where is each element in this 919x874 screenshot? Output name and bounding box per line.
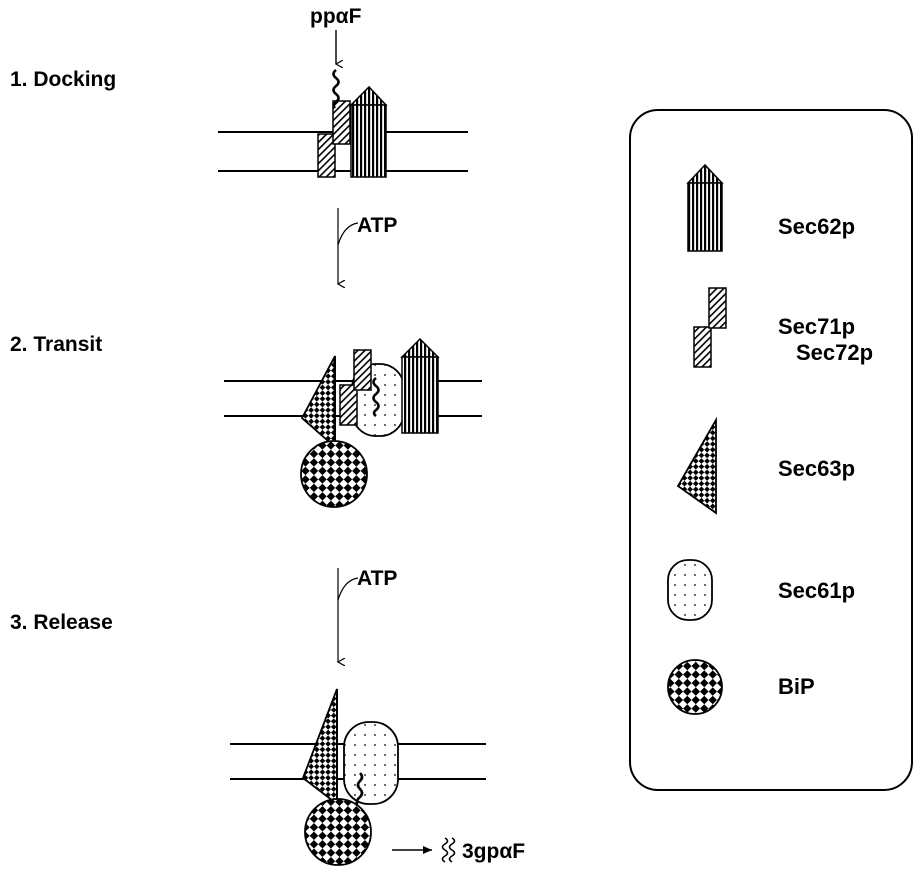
legend-label-sec63p: Sec63p xyxy=(778,456,855,481)
step-label-release: 3. Release xyxy=(10,611,113,634)
atp-arrow-2: ATP xyxy=(338,567,397,662)
sec62p-shape xyxy=(402,339,438,433)
bip-shape xyxy=(301,441,367,507)
step-label-transit: 2. Transit xyxy=(10,333,102,356)
sec61p-icon xyxy=(668,560,712,620)
legend: Sec62p Sec71p Sec72p Sec63p Sec61p BiP xyxy=(630,110,912,790)
sec62p-shape xyxy=(351,87,386,177)
legend-label-sec62p: Sec62p xyxy=(778,214,855,239)
atp-label-1: ATP xyxy=(357,214,397,237)
bip-shape xyxy=(305,799,371,865)
sec71p-block xyxy=(340,385,357,425)
folded-chain-icon xyxy=(443,838,448,862)
transit-stage xyxy=(224,339,482,507)
atp-arrow-1: ATP xyxy=(338,208,397,284)
bip-icon xyxy=(668,660,722,714)
legend-label-sec71p: Sec71p xyxy=(778,314,855,339)
step-label-docking: 1. Docking xyxy=(10,68,116,91)
legend-label-sec61p: Sec61p xyxy=(778,578,855,603)
sec63p-shape xyxy=(302,356,335,447)
legend-label-bip: BiP xyxy=(778,674,815,699)
sec63p-shape xyxy=(303,689,337,804)
atp-label-2: ATP xyxy=(357,567,397,590)
three-gp-alpha-f-label: 3gpαF xyxy=(462,840,525,863)
release-stage: 3gpαF xyxy=(230,689,525,865)
sec62p-icon xyxy=(688,165,722,251)
sec72p-block xyxy=(354,350,371,390)
sec61p-shape xyxy=(344,722,398,804)
legend-label-sec72p: Sec72p xyxy=(796,340,873,365)
pp-alpha-f-label: ppαF xyxy=(310,5,362,28)
docking-stage: ppαF xyxy=(218,5,468,177)
